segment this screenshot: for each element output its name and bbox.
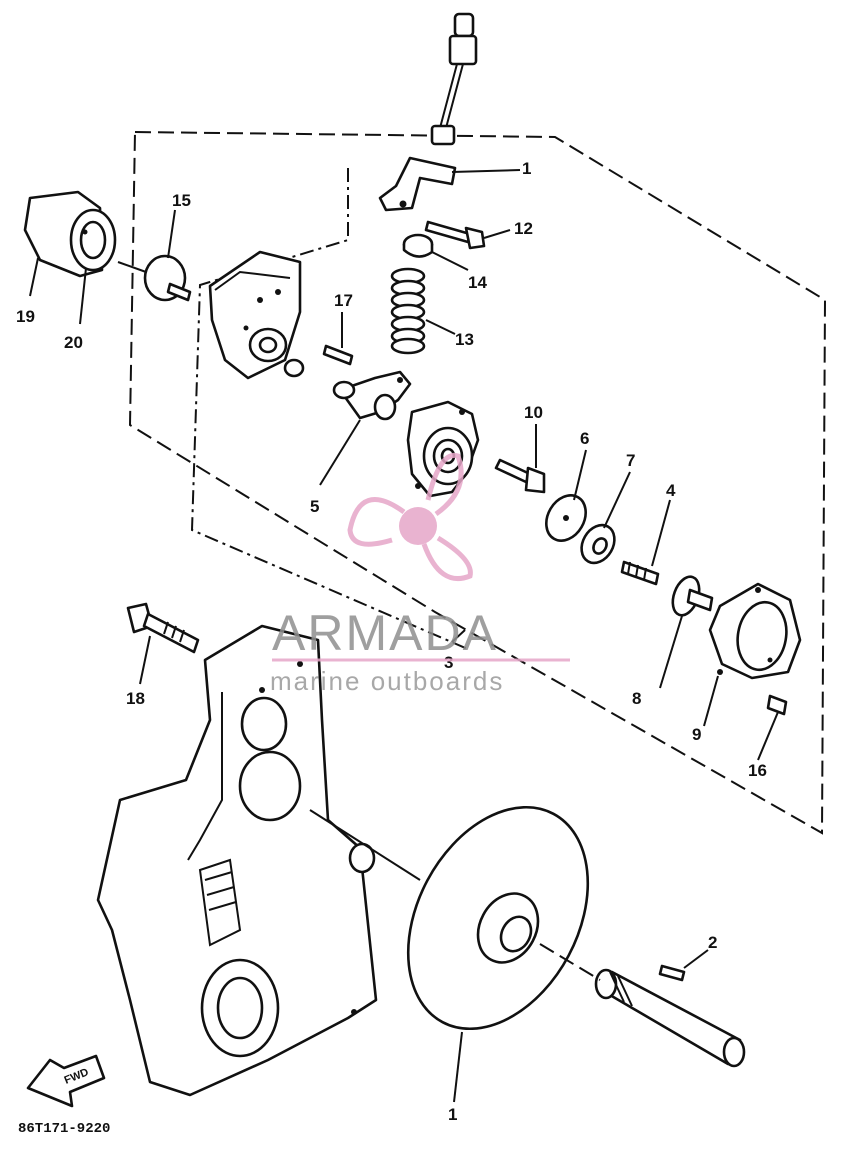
callout-7: 7 — [626, 451, 635, 470]
callout-1-top: 1 — [522, 159, 531, 178]
callout-1: 1 — [448, 1105, 457, 1124]
watermark-tagline: marine outboards — [270, 666, 504, 696]
callout-3: 3 — [444, 653, 453, 672]
callout-19: 19 — [16, 307, 35, 326]
washer-15 — [143, 209, 192, 302]
callout-16: 16 — [748, 761, 767, 780]
callout-2: 2 — [708, 933, 717, 952]
key-2 — [658, 949, 709, 982]
callout-10: 10 — [524, 403, 543, 422]
bolt-18 — [126, 602, 200, 685]
callout-17: 17 — [334, 291, 353, 310]
lever-5 — [319, 370, 412, 486]
fwd-arrow-icon: FWD — [26, 1054, 106, 1108]
lever-bracket — [378, 156, 521, 212]
spacer-7 — [580, 471, 631, 565]
valve-housing — [208, 250, 305, 380]
callout-20: 20 — [64, 333, 83, 352]
washer-6 — [545, 449, 587, 542]
bracket-housing-3 — [96, 624, 466, 1097]
watermark-logo-icon — [347, 452, 473, 582]
callout-6: 6 — [580, 429, 589, 448]
brand-watermark: ARMADA marine outboards — [270, 452, 570, 696]
callout-5: 5 — [310, 497, 319, 516]
plunger-8 — [659, 575, 714, 689]
callout-15: 15 — [172, 191, 191, 210]
diagram-code: 86T171-9220 — [18, 1121, 110, 1137]
callouts: 1 12 14 13 15 17 19 20 10 6 7 4 5 3 8 9 … — [16, 159, 767, 1124]
callout-12: 12 — [514, 219, 533, 238]
cover-9 — [703, 582, 802, 727]
screw-16 — [757, 694, 788, 761]
pin-17 — [322, 312, 354, 366]
disc-1 — [406, 805, 590, 1103]
callout-14: 14 — [468, 273, 487, 292]
callout-18: 18 — [126, 689, 145, 708]
watermark-brand: ARMADA — [272, 605, 498, 661]
callout-9: 9 — [692, 725, 701, 744]
cylinder-cap — [23, 190, 147, 325]
shaft — [539, 943, 746, 1068]
bolt-12 — [424, 220, 511, 250]
collar-14 — [402, 233, 469, 271]
callout-4: 4 — [666, 481, 676, 500]
spring-4 — [620, 499, 671, 586]
cable-rod — [430, 12, 478, 146]
callout-8: 8 — [632, 689, 641, 708]
spring-13 — [390, 267, 456, 355]
bolt-10 — [494, 424, 546, 494]
valve-body — [406, 400, 480, 498]
assembly-boundary — [128, 131, 827, 835]
callout-13: 13 — [455, 330, 474, 349]
